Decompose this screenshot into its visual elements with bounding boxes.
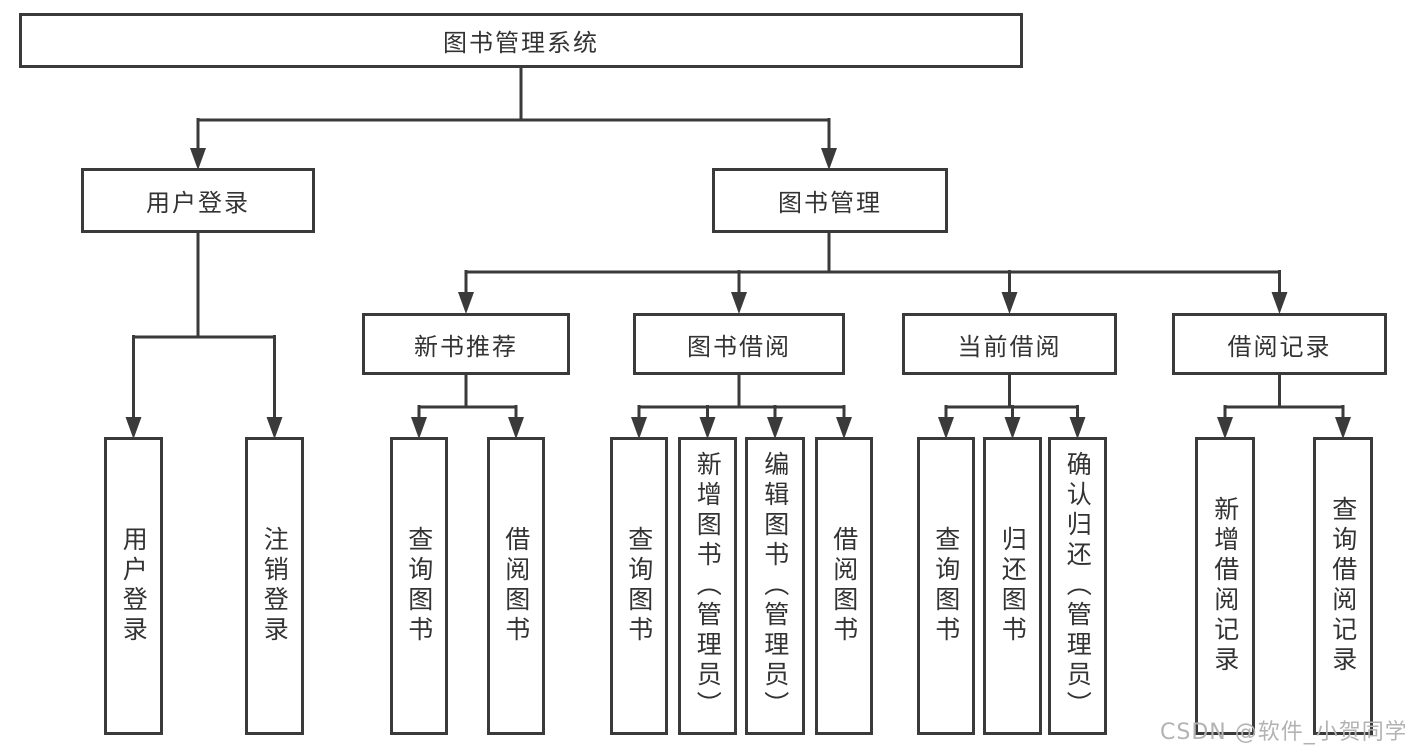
leaf-borrow-books-recommend-label: 借阅图书 — [501, 526, 531, 646]
node-book-management: 图书管理 — [712, 168, 948, 233]
leaf-query-books-current-label: 查询图书 — [931, 526, 961, 646]
node-current-borrow: 当前借阅 — [902, 313, 1117, 375]
arrow-to-leaf-logout — [266, 417, 283, 439]
leaf-query-books-borrow: 查询图书 — [610, 437, 668, 735]
node-user-login-label: 用户登录 — [146, 189, 250, 217]
arrow-to-leaf-query-books-current — [938, 417, 954, 439]
leaf-return-book: 归还图书 — [983, 437, 1042, 735]
leaf-logout-label: 注销登录 — [260, 526, 290, 646]
arrow-to-current-borrow — [1001, 292, 1018, 314]
leaf-query-books-current: 查询图书 — [917, 437, 975, 735]
node-root: 图书管理系统 — [19, 13, 1023, 68]
leaf-confirm-return-admin: 确认归还（管理员） — [1048, 437, 1107, 735]
leaf-user-login-label: 用户登录 — [119, 526, 149, 646]
node-borrow-records: 借阅记录 — [1172, 313, 1387, 375]
arrow-to-leaf-add-borrow-record — [1217, 417, 1233, 439]
node-book-borrow-label: 图书借阅 — [687, 332, 791, 361]
leaf-confirm-return-admin-label: 确认归还（管理员） — [1063, 451, 1093, 721]
leaf-user-login: 用户登录 — [104, 437, 163, 735]
arrow-to-leaf-confirm-return-admin — [1069, 417, 1086, 439]
leaf-add-borrow-record-label: 新增借阅记录 — [1210, 496, 1240, 676]
arrow-to-leaf-user-login — [125, 417, 142, 439]
leaf-add-borrow-record: 新增借阅记录 — [1195, 437, 1255, 735]
arrow-to-book-management — [821, 148, 837, 170]
watermark: CSDN @软件_小贺同学 — [1160, 720, 1405, 745]
arrow-to-new-book-recommend — [458, 292, 474, 314]
leaf-edit-book-admin-label: 编辑图书（管理员） — [760, 451, 790, 721]
arrow-to-leaf-query-books-recommend — [411, 417, 427, 439]
leaf-add-book-admin: 新增图书（管理员） — [678, 437, 737, 735]
node-user-login: 用户登录 — [81, 168, 315, 233]
leaf-query-books-recommend-label: 查询图书 — [404, 526, 434, 646]
leaf-borrow-books-recommend: 借阅图书 — [487, 437, 545, 735]
node-root-label: 图书管理系统 — [443, 29, 599, 57]
arrow-to-leaf-return-book — [1004, 417, 1021, 439]
leaf-borrow-books-borrow: 借阅图书 — [815, 437, 873, 735]
arrow-to-leaf-query-borrow-record — [1335, 417, 1351, 439]
leaf-query-books-recommend: 查询图书 — [390, 437, 448, 735]
node-book-management-label: 图书管理 — [778, 189, 882, 217]
arrow-to-leaf-query-books-borrow — [631, 417, 647, 439]
leaf-logout: 注销登录 — [245, 437, 304, 735]
arrow-to-book-borrow — [731, 292, 747, 314]
node-book-borrow: 图书借阅 — [633, 313, 845, 375]
node-new-book-recommend-label: 新书推荐 — [414, 332, 518, 361]
leaf-query-borrow-record-label: 查询借阅记录 — [1328, 496, 1358, 676]
leaf-edit-book-admin: 编辑图书（管理员） — [745, 437, 805, 735]
node-current-borrow-label: 当前借阅 — [957, 332, 1062, 361]
arrow-to-user-login — [190, 148, 206, 170]
arrow-to-leaf-borrow-books-recommend — [508, 417, 524, 439]
leaf-add-book-admin-label: 新增图书（管理员） — [693, 451, 723, 721]
leaf-query-books-borrow-label: 查询图书 — [624, 526, 654, 646]
node-borrow-records-label: 借阅记录 — [1227, 332, 1332, 361]
leaf-return-book-label: 归还图书 — [998, 526, 1028, 646]
arrow-to-leaf-borrow-books-borrow — [836, 417, 852, 439]
leaf-borrow-books-borrow-label: 借阅图书 — [829, 526, 859, 646]
arrow-to-leaf-add-book-admin — [699, 417, 716, 439]
arrow-to-leaf-edit-book-admin — [767, 417, 783, 439]
node-new-book-recommend: 新书推荐 — [362, 313, 570, 375]
leaf-query-borrow-record: 查询借阅记录 — [1313, 437, 1373, 735]
arrow-to-borrow-records — [1271, 292, 1288, 314]
